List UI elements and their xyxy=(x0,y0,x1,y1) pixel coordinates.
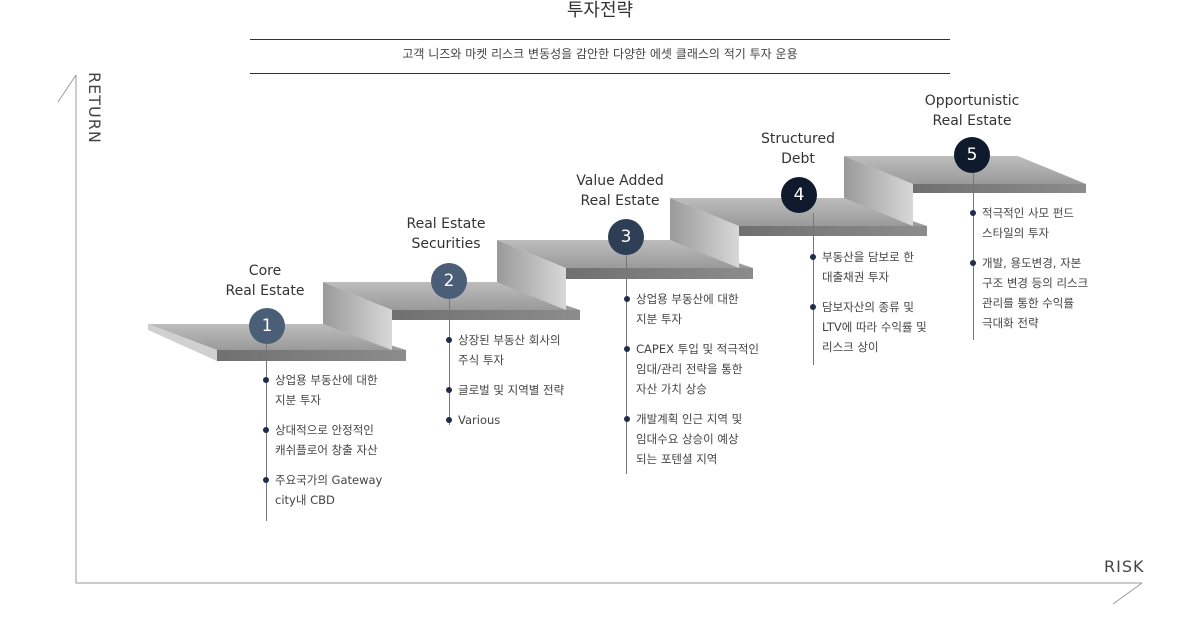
step-1-front xyxy=(217,350,406,361)
step-5-front xyxy=(913,184,1086,193)
stage-3-bullet-2: CAPEX 투입 및 적극적인 임대/관리 전략을 통한 자산 가치 상승 xyxy=(624,339,776,399)
x-axis-slash xyxy=(1112,582,1143,605)
y-axis-label: RETURN xyxy=(85,72,104,144)
step-2-front xyxy=(392,310,580,320)
step-2-riser xyxy=(323,282,392,350)
step-5-riser xyxy=(844,156,913,226)
step-4-riser xyxy=(670,198,739,268)
title-divider-bottom xyxy=(250,73,950,74)
stage-4-badge: 4 xyxy=(781,177,817,213)
step-3-riser xyxy=(497,240,566,310)
x-axis-label: RISK xyxy=(1104,557,1145,576)
stage-5-bullet-1: 적극적인 사모 펀드 스타일의 투자 xyxy=(970,203,1122,243)
stage-4-title: Structured Debt xyxy=(760,131,835,167)
stage-2-connector xyxy=(449,299,450,425)
stage-3-bullet-3: 개발계획 인근 지역 및 임대수요 상승이 예상 되는 포텐셜 지역 xyxy=(624,409,776,469)
stage-4-bullet-2: 담보자산의 종류 및 LTV에 따라 수익률 및 리스크 상이 xyxy=(810,297,962,357)
stage-2-badge: 2 xyxy=(431,263,467,299)
stage-5-badge: 5 xyxy=(954,137,990,173)
stage-5-bullet-2: 개발, 용도변경, 자본 구조 변경 등의 리스크 관리를 통한 수익률 극대화… xyxy=(970,253,1122,333)
stage-5-title: Opportunistic Real Estate xyxy=(924,93,1020,129)
stage-2-title: Real Estate Securities xyxy=(406,216,486,252)
stage-2-bullet-3: Various xyxy=(446,410,598,430)
step-1-left xyxy=(148,324,217,361)
stage-3-title: Value Added Real Estate xyxy=(576,173,664,209)
stage-2-bullet-2: 글로벌 및 지역별 전략 xyxy=(446,380,598,400)
step-4-front xyxy=(739,226,927,236)
stage-2-bullet-1: 상장된 부동산 회사의 주식 투자 xyxy=(446,330,598,370)
stage-5-connector xyxy=(973,173,974,340)
stage-1-badge: 1 xyxy=(249,308,285,344)
stage-1-title: Core Real Estate xyxy=(225,263,305,299)
title-divider-top xyxy=(250,39,950,40)
stage-4-bullet-1: 부동산을 담보로 한 대출채권 투자 xyxy=(810,247,962,287)
y-axis-slash xyxy=(57,74,77,103)
stage-3-bullet-1: 상업용 부동산에 대한 지분 투자 xyxy=(624,289,776,329)
subtitle: 고객 니즈와 마켓 리스크 변동성을 감안한 다양한 에셋 클래스의 적기 투자… xyxy=(402,47,798,61)
stage-1-bullet-1: 상업용 부동산에 대한 지분 투자 xyxy=(263,370,415,410)
stage-3-badge: 3 xyxy=(608,219,644,255)
page-title: 투자전략 xyxy=(566,0,634,21)
stage-4-connector xyxy=(813,213,814,365)
stage-3-connector xyxy=(626,255,627,474)
stage-1-bullet-3: 주요국가의 Gateway city내 CBD xyxy=(263,470,415,510)
step-3-front xyxy=(566,268,753,279)
axis-lines xyxy=(75,75,1142,584)
stage-1-bullet-2: 상대적으로 안정적인 캐쉬플로어 창출 자산 xyxy=(263,420,415,460)
